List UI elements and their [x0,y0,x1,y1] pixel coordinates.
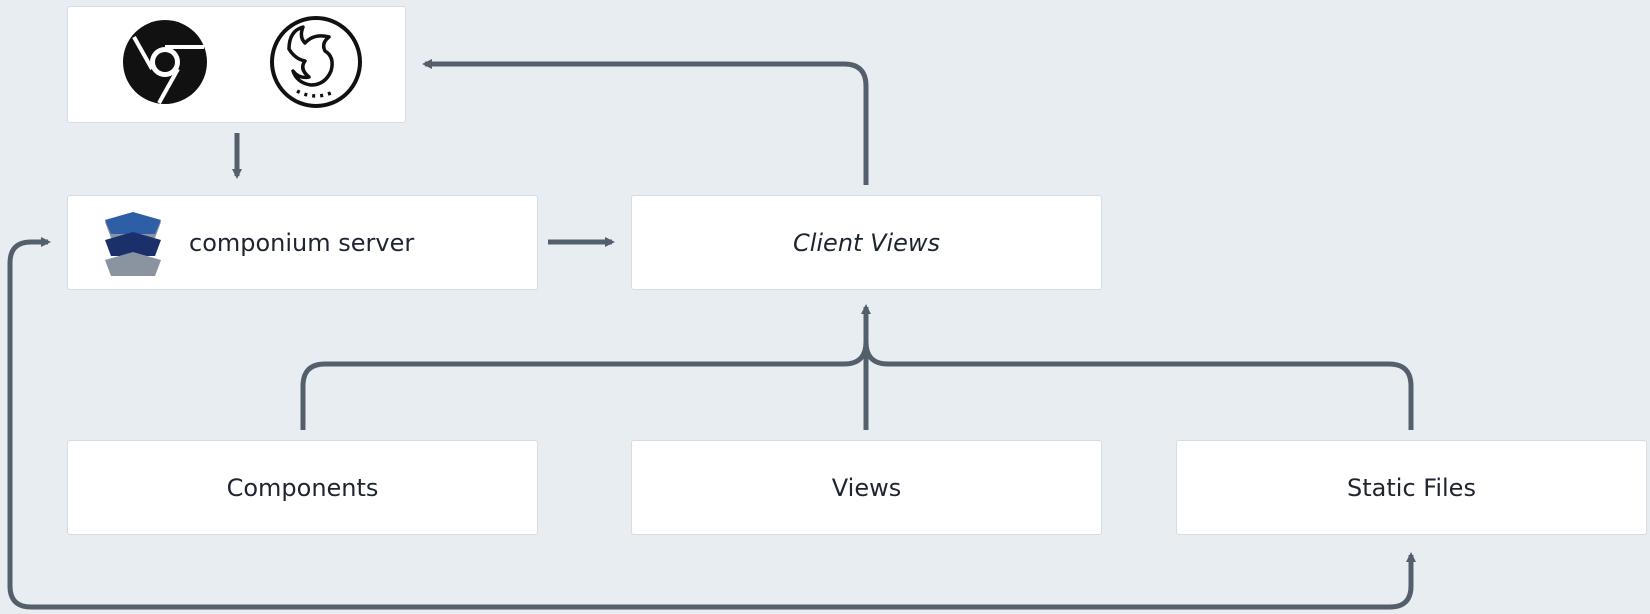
firefox-icon [270,16,362,108]
static-files-label: Static Files [1347,473,1476,502]
client-views-label: Client Views [792,228,941,257]
components-label: Components [226,473,379,502]
edge-static-files-loop [7,237,1414,610]
chrome-icon [123,20,207,104]
static-files-node: Static Files [1176,440,1647,535]
browsers-node [67,6,406,123]
edge-components-to-client-views [300,341,869,430]
edge-static-files-to-client-views [863,341,1414,430]
componium-server-node: componium server [67,195,538,290]
views-node: Views [631,440,1102,535]
componium-layers-logo [105,212,161,276]
client-views-node: Client Views [631,195,1102,290]
components-node: Components [67,440,538,535]
componium-server-label: componium server [189,228,415,257]
views-label: Views [831,473,902,502]
edge-client-views-to-browsers [422,59,869,185]
